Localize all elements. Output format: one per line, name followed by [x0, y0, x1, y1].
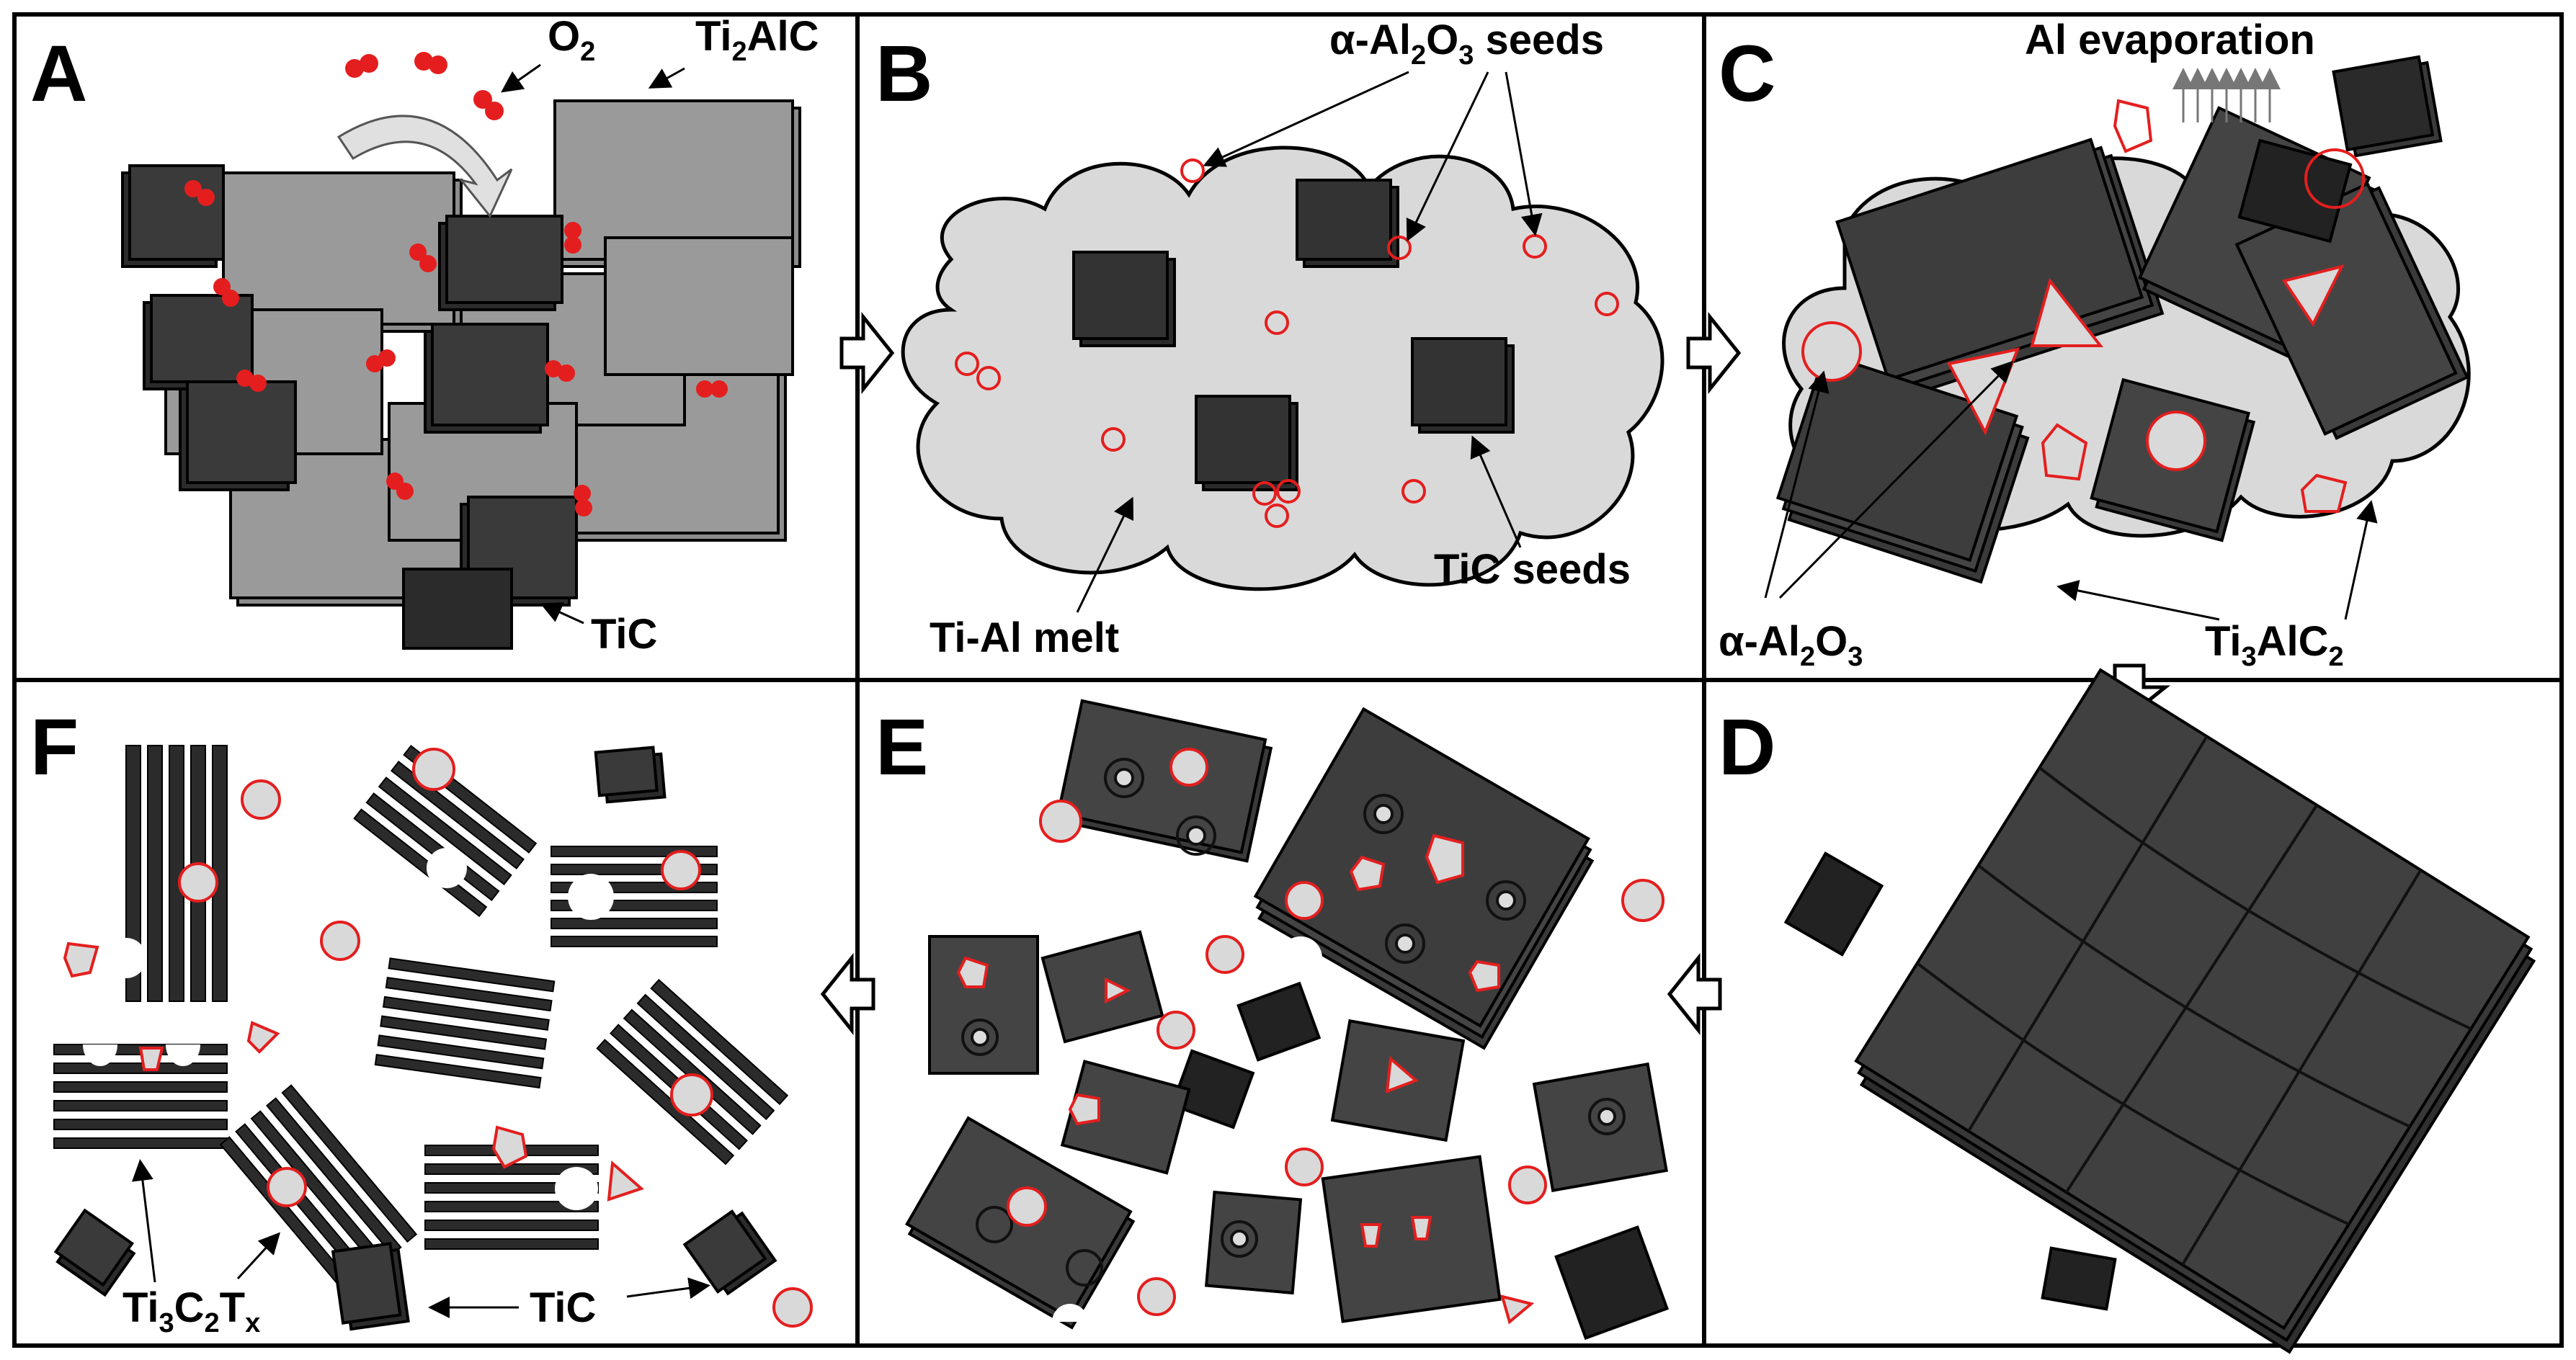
leaders-c	[1764, 360, 2378, 621]
alumina-particles-f	[63, 748, 813, 1328]
etch-void-e2	[1052, 1304, 1088, 1322]
stack-horizontal-3	[424, 1145, 599, 1250]
panel-letter-e: E	[875, 703, 928, 792]
tic-seed-cubes	[1072, 179, 1515, 491]
arrow-a-to-b	[839, 311, 895, 395]
label-alpha-al2o3-c: α-Al2O3	[1719, 618, 1863, 672]
stack-diag-2	[219, 1084, 418, 1295]
panel-letter-c: C	[1719, 30, 1775, 118]
tic-particles-f	[53, 746, 777, 1331]
label-ti3c2tx: Ti3C2Tx	[122, 1284, 260, 1338]
arrow-d-to-e	[1667, 952, 1722, 1036]
o2-curved-arrow	[337, 115, 513, 218]
panel-letter-a: A	[30, 30, 87, 118]
label-o2: O2	[548, 13, 595, 67]
panel-letter-f: F	[30, 703, 79, 792]
tic-grain	[121, 164, 578, 650]
label-tic-a: TiC	[591, 611, 657, 658]
label-al-evaporation: Al evaporation	[2025, 17, 2315, 63]
etch-void-e	[1279, 936, 1322, 958]
panel-b	[901, 71, 1664, 613]
etched-grains	[905, 699, 1670, 1341]
label-ti2alc: Ti2AlC	[695, 13, 819, 67]
leader-o2	[501, 63, 541, 93]
leaders-f	[131, 1159, 710, 1318]
panel-letter-d: D	[1719, 703, 1775, 792]
arrow-b-to-c	[1686, 311, 1742, 395]
label-tic-f: TiC	[530, 1284, 596, 1331]
leaders-b	[1076, 71, 1543, 613]
arrow-e-to-f	[820, 952, 875, 1036]
stack-diag-3	[596, 978, 789, 1166]
mxene-stacks	[53, 744, 789, 1295]
label-ti-al-melt: Ti-Al melt	[930, 614, 1119, 661]
panel-e	[905, 699, 1670, 1341]
label-ti3alc2: Ti3AlC2	[2205, 618, 2344, 672]
grain-pores	[961, 758, 1626, 1287]
al-evaporation-arrows	[2172, 68, 2281, 122]
o2-molecules	[184, 52, 728, 516]
alumina-particles	[956, 748, 1664, 1325]
panel-letter-b: B	[875, 30, 932, 118]
panel-d	[1783, 668, 2536, 1354]
label-tic-seeds: TiC seeds	[1434, 546, 1631, 593]
panel-f	[53, 744, 813, 1331]
stack-horizontal-1	[53, 1044, 228, 1149]
label-alpha-seeds: α-Al2O3 seeds	[1329, 17, 1604, 71]
leader-tic-a	[540, 602, 584, 625]
stack-tilted-mid	[374, 957, 556, 1089]
ti2alc-grain	[164, 99, 801, 607]
dense-ti3alc2-block	[1854, 668, 2536, 1354]
ti-al-melt-cloud	[901, 146, 1664, 591]
panel-c	[1764, 55, 2471, 621]
panel-a	[121, 52, 801, 650]
leader-ti2alc	[648, 67, 685, 89]
alpha-al2o3-seeds	[955, 158, 1619, 528]
stack-voids	[83, 848, 614, 1210]
